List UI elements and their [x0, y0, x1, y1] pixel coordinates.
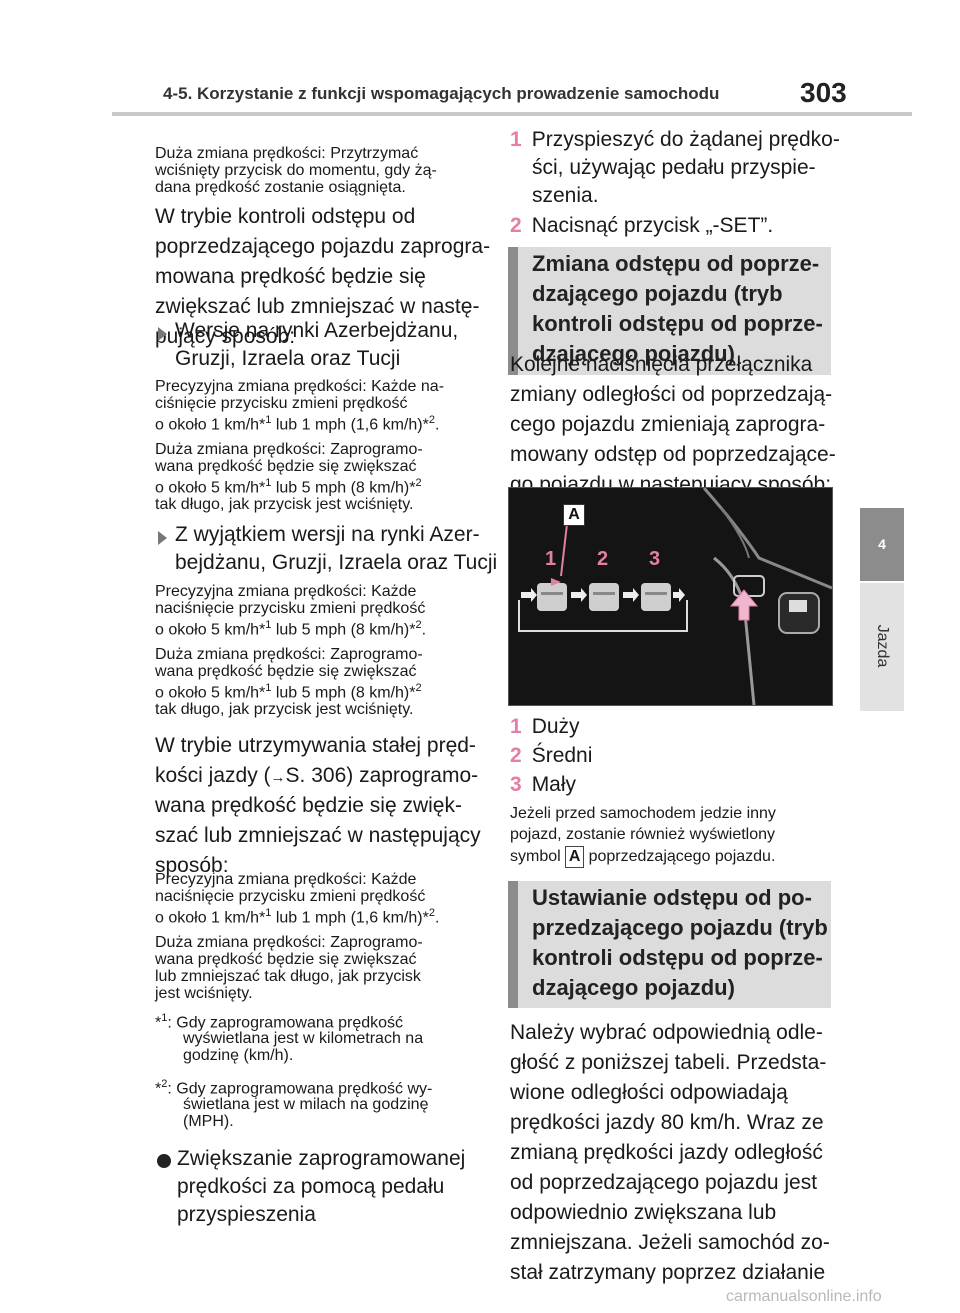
- text-line: o około 1 km/h*1 lub 1 mph (1,6 km/h)*2.: [155, 907, 440, 927]
- footnote-line: *1: Gdy zaprogramowana prędkość: [155, 1012, 404, 1032]
- footnote-line: świetlana jest w milach na godzinę: [183, 1096, 429, 1113]
- text-line: naciśnięcie przycisku zmieni prędkość: [155, 888, 426, 905]
- text-line: Kolejne naciśnięcia przełącznika: [510, 353, 813, 376]
- text-line: mowana prędkość będzie się: [155, 265, 426, 288]
- text-line: głość z poniższej tabeli. Przedsta-: [510, 1051, 827, 1074]
- text-line: szenia.: [532, 184, 599, 207]
- chapter-tab: [860, 583, 904, 711]
- chapter-tab-label: Jazda: [874, 624, 891, 668]
- header-divider: [112, 112, 912, 116]
- text-line: cego pojazdu zmieniają zaprogra-: [510, 413, 826, 436]
- section-heading-box: Ustawianie odstępu od po- przedzającego …: [508, 881, 831, 1008]
- text-line: zmniejszana. Jeżeli samochód zo-: [510, 1231, 830, 1254]
- text-line: W trybie kontroli odstępu od: [155, 205, 416, 228]
- text-line: ciśnięcie przycisku zmieni prędkość: [155, 395, 408, 412]
- text-line: W trybie utrzymywania stałej pręd-: [155, 734, 476, 757]
- circle-bullet-icon: [157, 1154, 171, 1168]
- text-line: tak długo, jak przycisk jest wciśnięty.: [155, 496, 414, 513]
- subheading-line: Z wyjątkiem wersji na rynki Azer-: [175, 523, 480, 546]
- text-line: Należy wybrać odpowiednią odle-: [510, 1021, 823, 1044]
- subheading-line: Wersje na rynki Azerbejdżanu,: [175, 319, 459, 342]
- text-line: naciśnięcie przycisku zmieni prędkość: [155, 600, 426, 617]
- text-line: poprzedzającego pojazdu zaprogra-: [155, 235, 491, 258]
- subheading-line: bejdżanu, Gruzji, Izraela oraz Tucji: [175, 551, 498, 574]
- chapter-tab-number[interactable]: 4: [860, 508, 904, 581]
- text-line: Duża zmiana prędkości: Zaprogramo-: [155, 934, 423, 951]
- text-line: wana prędkość będzie się zwiększać: [155, 663, 417, 680]
- text-line: zmiany odległości od poprzedzają-: [510, 383, 833, 406]
- text-line: zmianą prędkości jazdy odległość: [510, 1141, 823, 1164]
- text-line: wana prędkość będzie się zwiększać: [155, 458, 417, 475]
- text-line: Precyzyjna zmiana prędkości: Każde: [155, 871, 417, 888]
- text-line: o około 5 km/h*1 lub 5 mph (8 km/h)*2: [155, 682, 422, 702]
- text-line: wione odległości odpowiadają: [510, 1081, 788, 1104]
- text-line: ści, używając pedału przyspie-: [532, 156, 816, 179]
- text-line: tak długo, jak przycisk jest wciśnięty.: [155, 701, 414, 718]
- text-line: dana prędkość zostanie osiągnięta.: [155, 179, 406, 196]
- footnote-line: wyświetlana jest w kilometrach na: [183, 1030, 424, 1047]
- text-line: wciśnięty przycisk do momentu, gdy żą-: [155, 162, 437, 179]
- callout-2: 2: [597, 548, 609, 570]
- text-line: stał zatrzymany poprzez działanie: [510, 1261, 826, 1284]
- text-line: kości jazdy (→S. 306) zaprogramo-: [155, 764, 479, 787]
- text-line: od poprzedzającego pojazdu jest: [510, 1171, 818, 1194]
- text-line: zwiększać lub zmniejszać w nastę-: [155, 295, 480, 318]
- distance-switch-figure: A 1 2 3: [508, 487, 833, 706]
- arrow-right-icon: →: [270, 769, 286, 786]
- text-line: Jeżeli przed samochodem jedzie inny: [510, 805, 776, 822]
- text-line: o około 5 km/h*1 lub 5 mph (8 km/h)*2.: [155, 619, 427, 639]
- text-line: pojazd, zostanie również wyświetlony: [510, 826, 776, 843]
- text-line: mowany odstęp od poprzedzające-: [510, 443, 836, 466]
- section-title: 4-5. Korzystanie z funkcji wspomagającyc…: [163, 84, 720, 103]
- text-line: Precyzyjna zmiana prędkości: Każde na-: [155, 378, 445, 395]
- triangle-bullet-icon: [158, 531, 167, 545]
- text-line: wana prędkość będzie się zwiększać: [155, 951, 417, 968]
- subheading-line: prędkości za pomocą pedału: [177, 1175, 445, 1198]
- triangle-bullet-icon: [158, 327, 167, 341]
- vehicle-symbol-icon: A: [565, 846, 585, 868]
- subheading-line: Gruzji, Izraela oraz Tucji: [175, 347, 401, 370]
- text-line: pujący sposób:: [155, 325, 296, 348]
- text-line: szać lub zmniejszać w następujący: [155, 824, 481, 847]
- footnote-line: (MPH).: [183, 1113, 234, 1130]
- text-line: wana prędkość będzie się zwięk-: [155, 794, 462, 817]
- text-line: jest wciśnięty.: [155, 985, 253, 1002]
- subheading-line: przyspieszenia: [177, 1203, 316, 1226]
- callout-a: A: [563, 504, 585, 526]
- text-line: sposób:: [155, 854, 229, 877]
- text-line: Precyzyjna zmiana prędkości: Każde: [155, 583, 417, 600]
- text-line: symbol A poprzedzającego pojazdu.: [510, 846, 775, 868]
- callout-1: 1: [545, 548, 557, 570]
- text-line: o około 1 km/h*1 lub 1 mph (1,6 km/h)*2.: [155, 414, 440, 434]
- text-line: Duża zmiana prędkości: Przytrzymać: [155, 145, 419, 162]
- footnote-line: godzinę (km/h).: [183, 1047, 294, 1064]
- text-line: odpowiednio zwiększana lub: [510, 1201, 777, 1224]
- figure-illustration: [509, 487, 833, 706]
- page-number: 303: [800, 77, 847, 108]
- text-line: lub zmniejszać tak długo, jak przycisk: [155, 968, 421, 985]
- text-line: Duża zmiana prędkości: Zaprogramo-: [155, 646, 423, 663]
- watermark: carmanualsonline.info: [726, 1288, 882, 1305]
- subheading-line: Zwiększanie zaprogramowanej: [177, 1147, 466, 1170]
- text-line: o około 5 km/h*1 lub 5 mph (8 km/h)*2: [155, 477, 422, 497]
- callout-3: 3: [649, 548, 661, 570]
- section-heading-box: Zmiana odstępu od poprze- dzającego poja…: [508, 247, 831, 375]
- footnote-line: *2: Gdy zaprogramowana prędkość wy-: [155, 1078, 433, 1098]
- text-line: Duża zmiana prędkości: Zaprogramo-: [155, 441, 423, 458]
- text-line: prędkości jazdy 80 km/h. Wraz ze: [510, 1111, 824, 1134]
